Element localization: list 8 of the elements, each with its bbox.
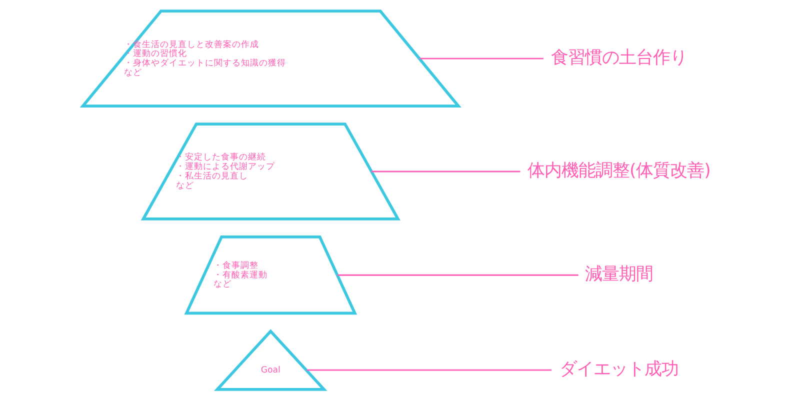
connector bbox=[306, 369, 551, 371]
connector bbox=[419, 58, 543, 60]
node-text: ダイエット成功 bbox=[559, 360, 678, 380]
node-text: 体内機能調整(体質改善) bbox=[526, 160, 710, 181]
node-text: 食習慣の土台作り bbox=[550, 48, 687, 68]
connector bbox=[371, 170, 520, 172]
connector bbox=[336, 274, 578, 276]
node-text: 減量期間 bbox=[584, 264, 653, 285]
